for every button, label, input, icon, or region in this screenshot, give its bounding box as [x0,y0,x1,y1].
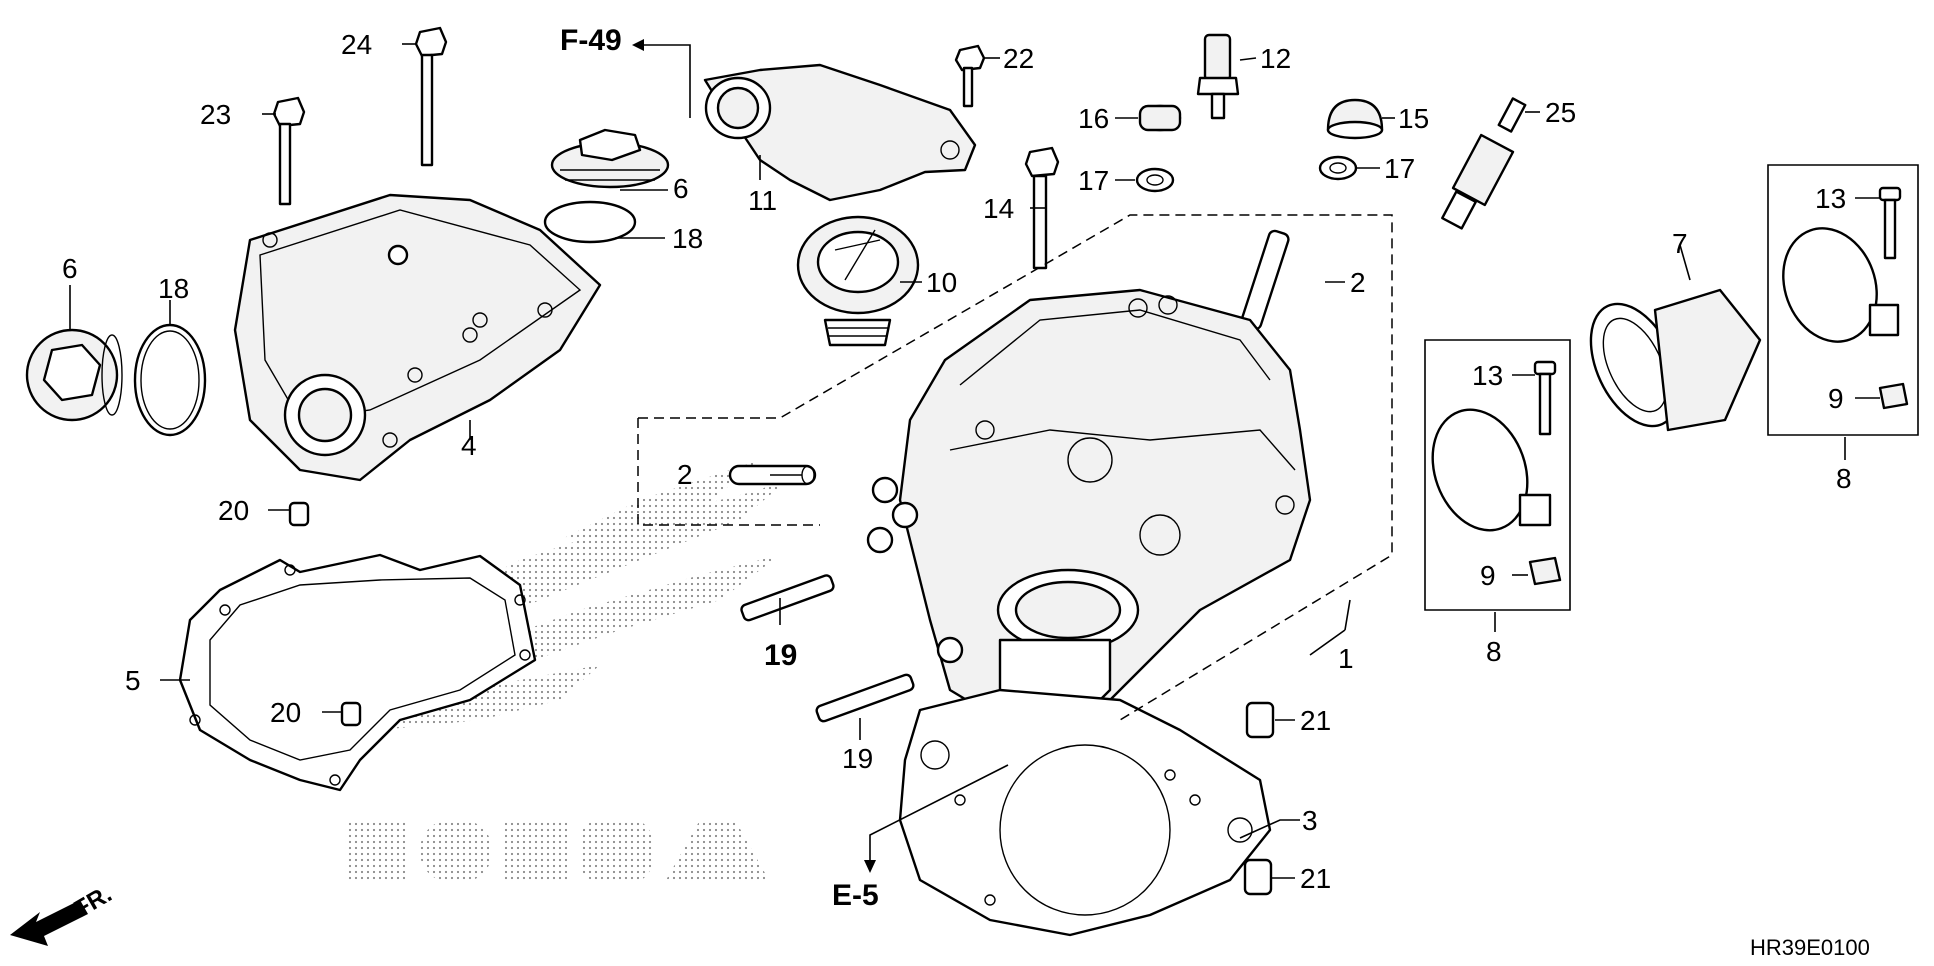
part-17-washer-left[interactable] [1135,167,1175,193]
part-11-water-outlet[interactable] [703,63,977,202]
part-7-insulator[interactable] [1573,288,1762,440]
honda-wordmark [345,820,770,882]
leader-lines [69,43,1880,879]
callout-13-right: 13 [1815,183,1846,214]
callout-11: 11 [748,185,777,216]
part-9-nut-right[interactable] [1878,382,1909,410]
callout-6-left: 6 [62,253,78,284]
part-8-band-middle[interactable] [1417,396,1552,543]
assembly-outline-band-middle [1424,339,1571,611]
callout-5: 5 [125,665,141,696]
part-19-stud-upper[interactable] [740,574,835,622]
callout-12: 12 [1260,43,1291,74]
callout-2-left: 2 [677,459,693,490]
callout-18-left: 18 [158,273,189,304]
e5-reference-arrow [864,764,1009,873]
callout-6-top: 6 [673,173,689,204]
part-1-cylinder-head[interactable] [866,288,1312,747]
part-21-dowel-upper[interactable] [1245,701,1275,739]
part-6-cap-left[interactable] [25,328,123,422]
part-4-cylinder-head-cover[interactable] [233,193,602,482]
part-10-thermostat[interactable] [796,215,920,347]
callout-13-middle: 13 [1472,360,1503,391]
callout-9-right: 9 [1828,383,1844,414]
part-25-spark-plug[interactable] [1441,97,1527,230]
callout-2-right: 2 [1350,267,1366,298]
callout-23: 23 [200,99,231,130]
callout-18-right: 18 [672,223,703,254]
part-21-dowel-lower[interactable] [1243,858,1273,896]
assembly-outline-band-right [1767,164,1919,436]
callout-10: 10 [926,267,957,298]
part-15-cap-nut[interactable] [1326,98,1384,140]
part-5-cover-gasket[interactable] [178,553,537,792]
callout-24: 24 [341,29,372,60]
part-6-cap-top[interactable] [550,128,670,189]
ref-f49-label: F-49 [560,24,622,57]
part-22-bolt[interactable] [954,44,986,108]
part-20-dowel-lower[interactable] [340,701,362,727]
part-18-o-ring-left[interactable] [133,323,207,437]
callout-17-left: 17 [1078,165,1109,196]
part-16-nut[interactable] [1138,104,1182,132]
diagram-code: HR39E0100 [1750,935,1870,960]
callout-19-lower: 19 [842,743,873,774]
part-12-temp-sensor[interactable] [1196,33,1240,120]
callout-3: 3 [1302,805,1318,836]
callout-25: 25 [1545,97,1576,128]
part-23-bolt[interactable] [272,96,306,206]
part-24-bolt[interactable] [414,26,448,167]
callout-8-right: 8 [1836,463,1852,494]
callout-labels: 1 2 2 3 4 5 6 6 7 8 8 9 9 10 11 12 13 13… [62,29,1852,894]
callout-1: 1 [1338,643,1354,674]
callout-15: 15 [1398,103,1429,134]
callout-17-right: 17 [1384,153,1415,184]
part-18-o-ring-top[interactable] [543,200,637,244]
part-3-head-gasket[interactable] [898,688,1272,937]
part-19-stud-lower[interactable] [815,673,915,723]
ref-e5-label: E-5 [832,879,879,912]
assembly-outline-head [637,214,1393,721]
callout-8-middle: 8 [1486,636,1502,667]
callout-9-middle: 9 [1480,560,1496,591]
callout-20-upper: 20 [218,495,249,526]
callout-7: 7 [1672,228,1688,259]
front-direction-arrow [10,900,88,946]
callout-16: 16 [1078,103,1109,134]
callout-20-lower: 20 [270,697,301,728]
callout-21-upper: 21 [1300,705,1331,736]
part-20-dowel-upper[interactable] [288,501,310,527]
part-9-nut-middle[interactable] [1528,556,1562,586]
callout-21-lower: 21 [1300,863,1331,894]
callout-19-upper: 19 [764,639,797,672]
callout-4: 4 [461,430,477,461]
f49-reference-arrow [632,39,691,118]
part-8-band-right[interactable] [1768,215,1900,355]
callout-14: 14 [983,193,1014,224]
part-13-screw-middle[interactable] [1533,360,1557,436]
part-2-pipe-right[interactable] [1240,229,1290,331]
part-13-screw-right[interactable] [1878,186,1902,260]
part-17-washer-right[interactable] [1318,155,1358,181]
part-14-bolt[interactable] [1024,146,1060,270]
callout-22: 22 [1003,43,1034,74]
